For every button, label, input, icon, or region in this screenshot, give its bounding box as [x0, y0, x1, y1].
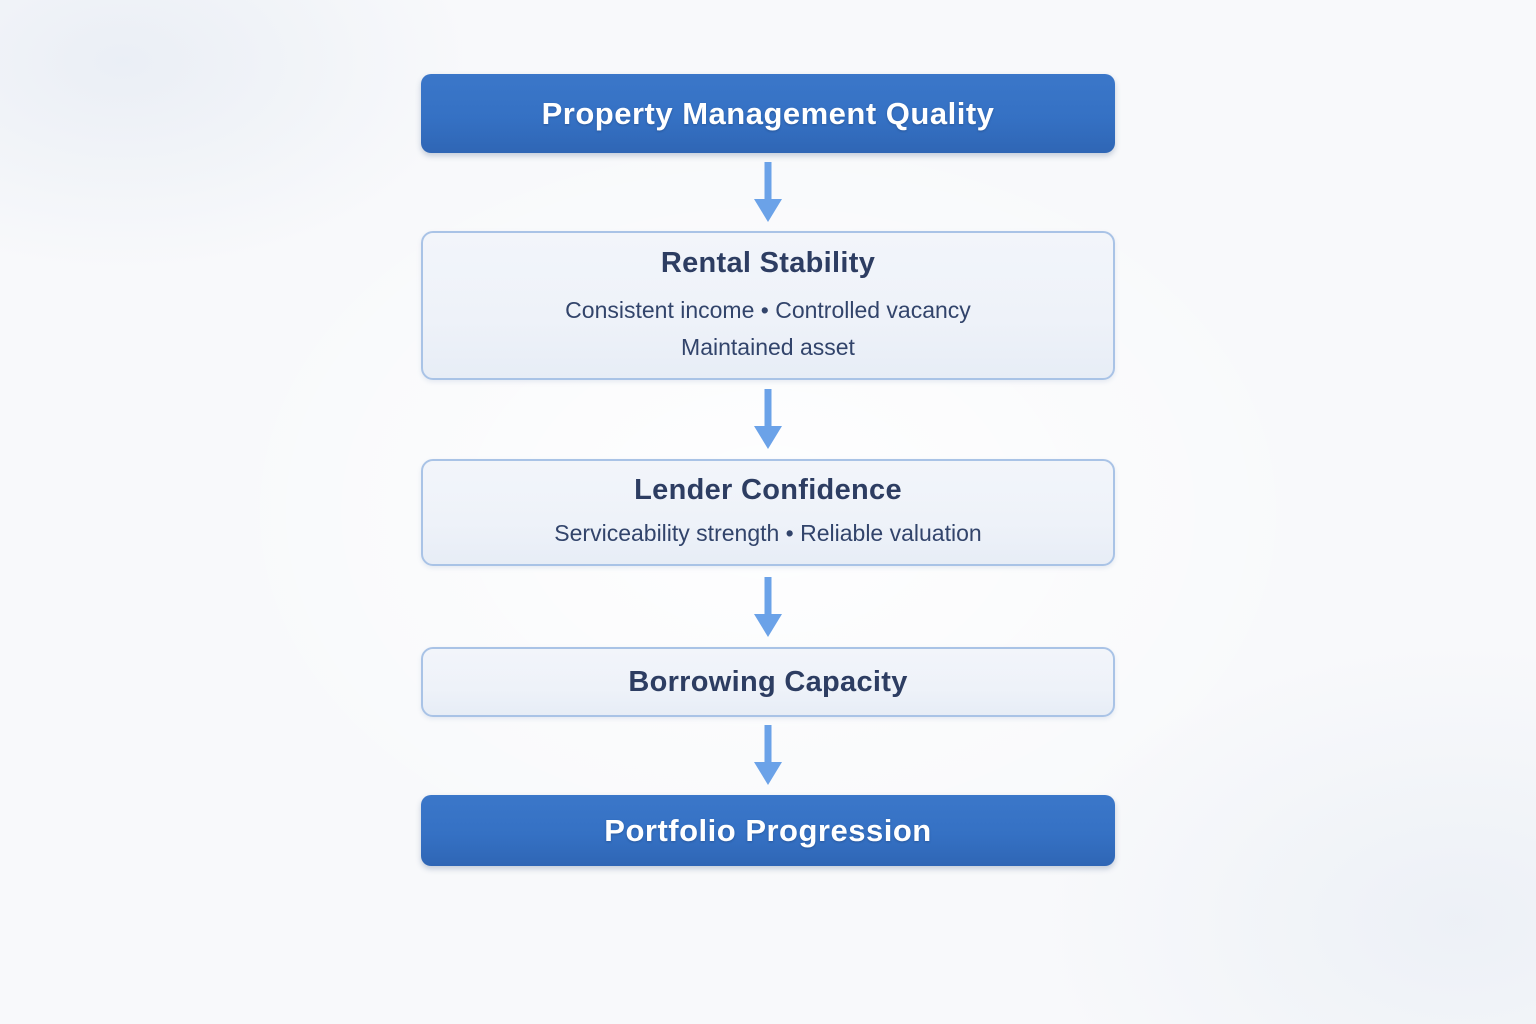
arrow-down-icon: [752, 574, 784, 640]
node-title: Borrowing Capacity: [628, 665, 908, 698]
node-lender-confidence: Lender Confidence Serviceability strengt…: [421, 459, 1115, 566]
node-subline: Serviceability strength • Reliable valua…: [554, 519, 982, 546]
node-sublines: Consistent income • Controlled vacancy M…: [565, 292, 971, 366]
node-subline: Maintained asset: [681, 334, 855, 360]
arrow-down-icon: [752, 388, 784, 450]
node-title: Property Management Quality: [541, 95, 995, 131]
arrow-down-icon: [752, 723, 784, 787]
node-title: Portfolio Progression: [604, 812, 932, 848]
node-title: Rental Stability: [660, 247, 876, 279]
node-sublines: Serviceability strength • Reliable valua…: [554, 515, 981, 552]
node-subline: Consistent income • Controlled vacancy: [565, 297, 971, 323]
node-rental-stability: Rental Stability Consistent income • Con…: [421, 231, 1115, 380]
node-portfolio-progression: Portfolio Progression: [421, 795, 1115, 866]
node-title: Lender Confidence: [634, 473, 902, 506]
node-borrowing-capacity: Borrowing Capacity: [421, 647, 1115, 717]
arrow-down-icon: [752, 162, 784, 222]
node-property-management-quality: Property Management Quality: [421, 74, 1115, 153]
